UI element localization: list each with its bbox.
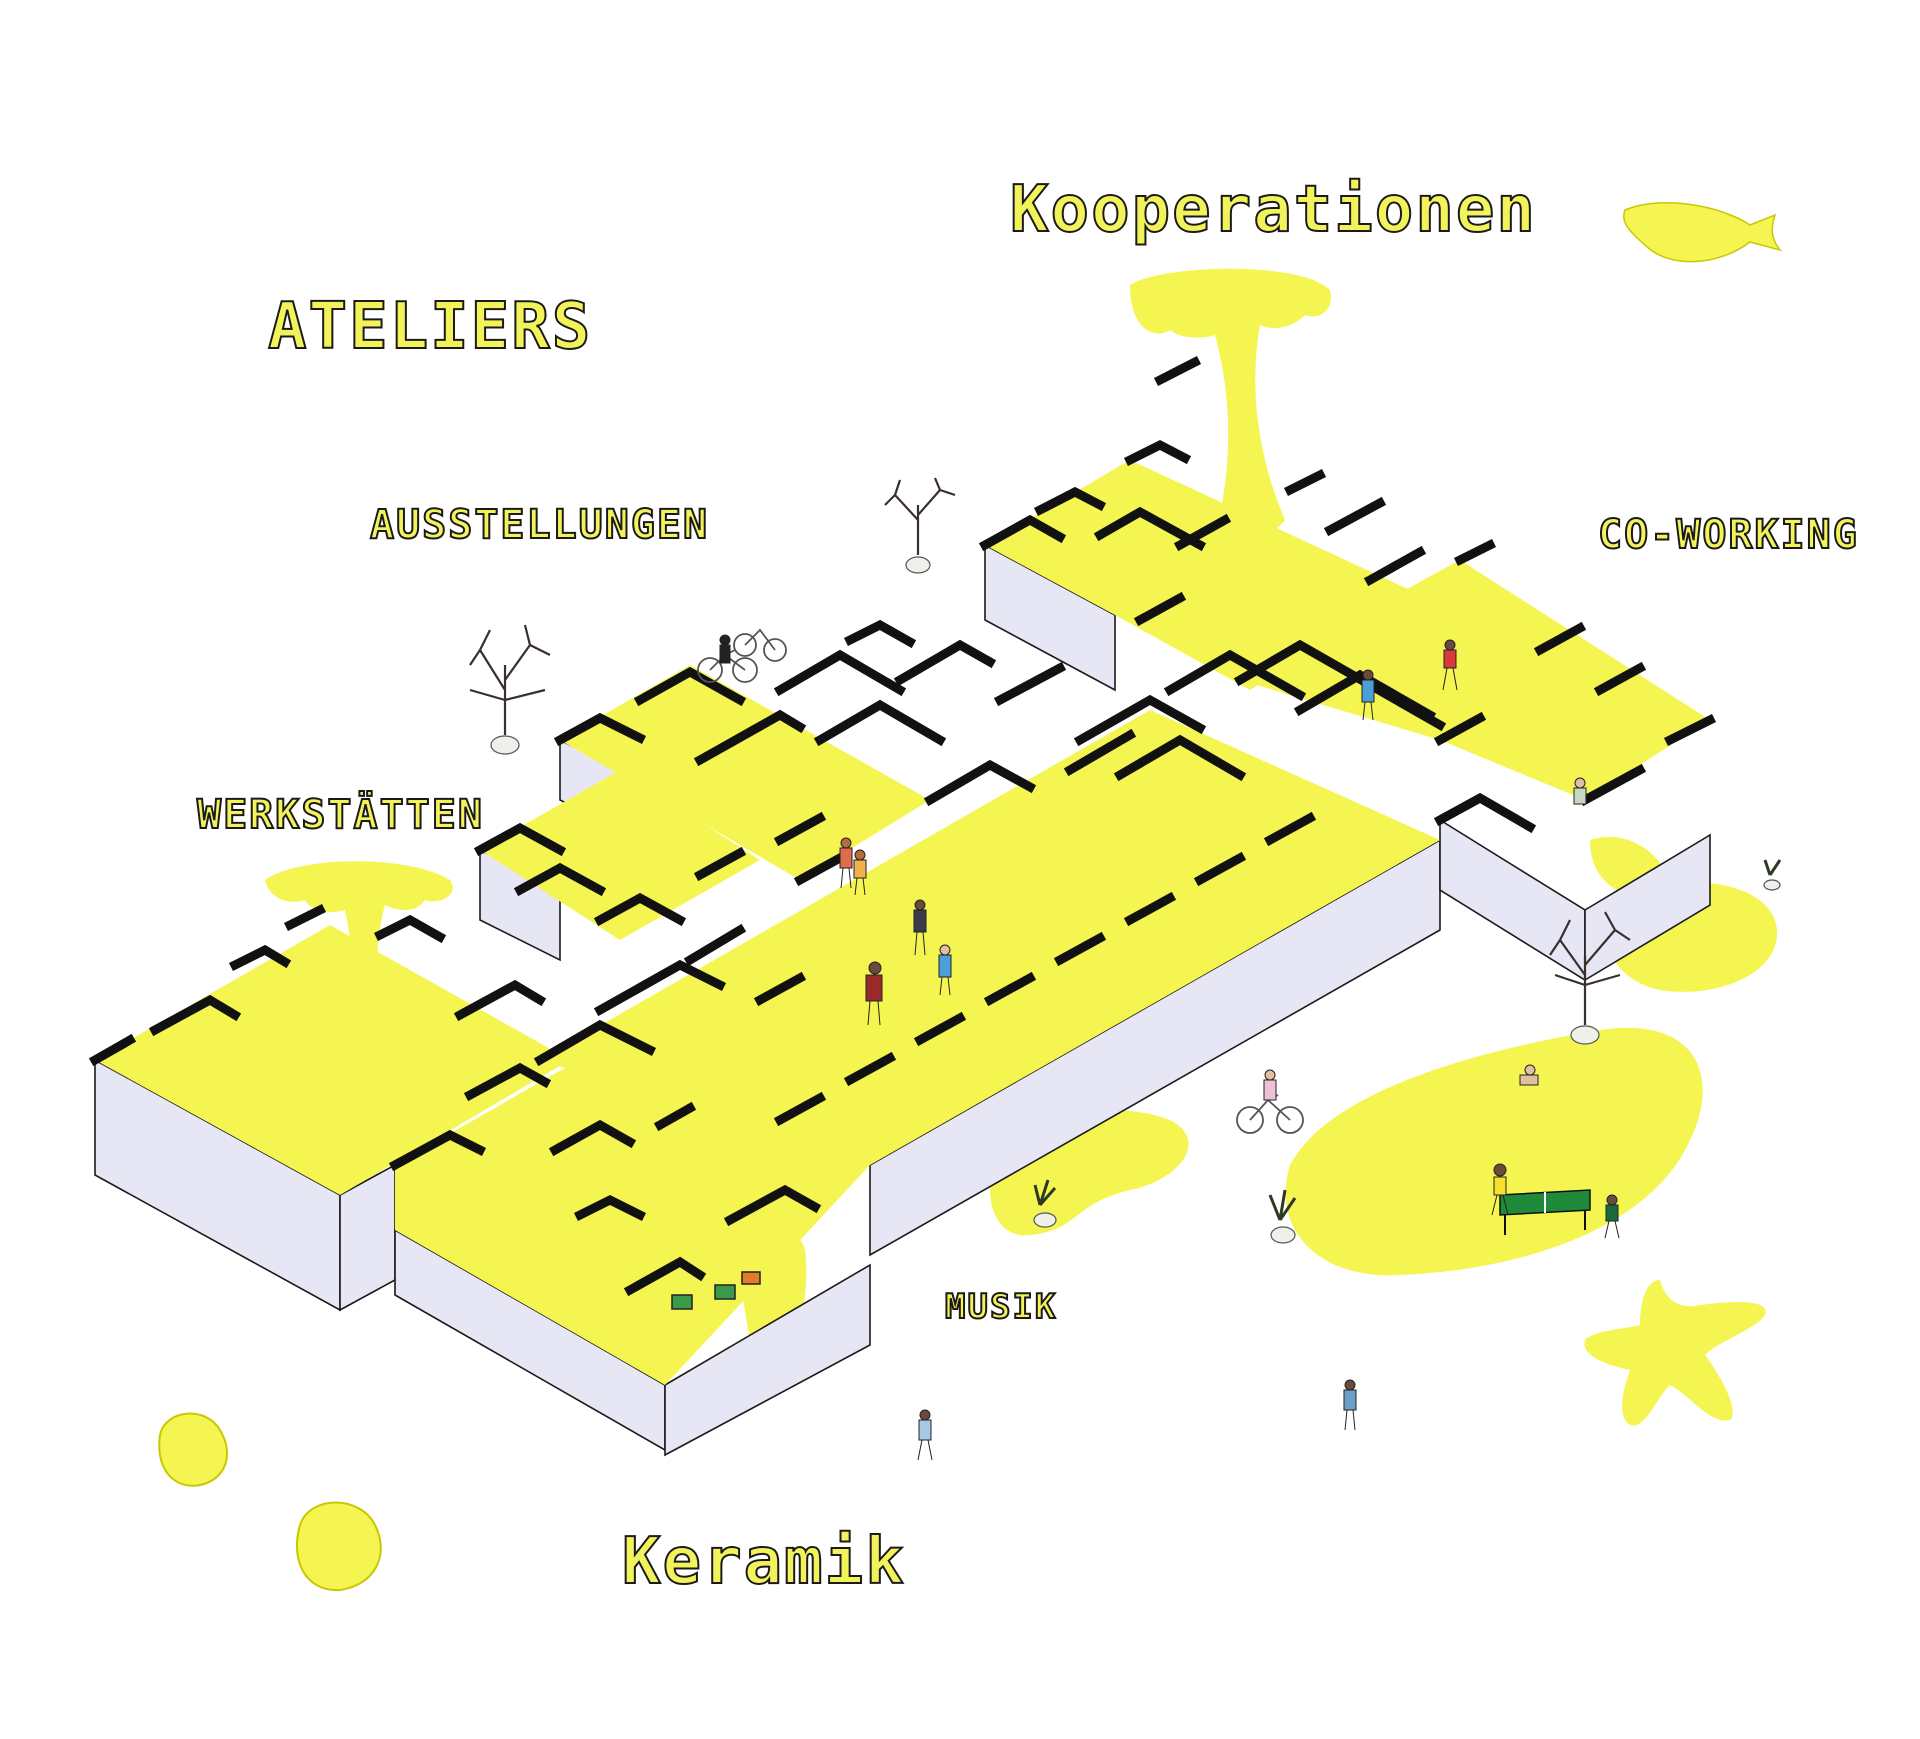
person-icon	[1442, 639, 1458, 691]
bicycle-icon	[1236, 1094, 1304, 1134]
label-ausstellungen: AUSSTELLUNGEN	[369, 502, 710, 548]
person-icon	[1519, 1064, 1539, 1086]
person-icon	[839, 837, 853, 889]
planter-icon	[1033, 1179, 1057, 1228]
planters	[671, 859, 1782, 1310]
floor-right-wing	[1240, 560, 1710, 800]
shell-icon	[295, 1501, 382, 1592]
planter-icon	[1763, 859, 1782, 891]
label-co-working: CO-WORKING	[1597, 512, 1859, 558]
floor-corridor	[540, 710, 1440, 1165]
person-icon	[938, 944, 952, 996]
shell-icon	[158, 1412, 229, 1487]
person-icon	[1263, 1069, 1277, 1101]
floor-werkstaetten-block	[480, 770, 760, 940]
person-icon	[1573, 777, 1587, 805]
bicycle-icon	[733, 628, 787, 662]
person-icon	[917, 1409, 933, 1461]
wall-tops	[88, 355, 1717, 1297]
tree-icon	[1549, 911, 1631, 1045]
wall-ceramic-wing-2	[664, 1263, 871, 1457]
person-icon	[1361, 669, 1375, 721]
label-ateliers: ATELIERS	[267, 290, 593, 364]
floor-ceramic-wing	[395, 1025, 870, 1385]
wall-right-wing	[1439, 818, 1586, 982]
person-icon	[1604, 1194, 1620, 1239]
clay-bucket-icon	[671, 1271, 761, 1310]
label-keramik: Keramik	[621, 1525, 906, 1599]
floor-plates	[95, 460, 1710, 1385]
mushroom-tree-top	[1130, 268, 1331, 540]
trees	[469, 477, 1631, 1045]
starfish-icon	[1584, 1280, 1766, 1426]
person-icon	[719, 634, 731, 664]
person-icon	[853, 849, 867, 896]
ping-pong-table-icon	[1499, 1189, 1591, 1235]
fish-icon	[1623, 202, 1783, 263]
tree-icon	[884, 477, 956, 574]
label-musik: MUSIK	[944, 1287, 1058, 1327]
person-icon	[1491, 1163, 1509, 1216]
person-icon	[865, 961, 883, 1026]
people	[719, 634, 1620, 1461]
floor-left-wing	[95, 925, 570, 1195]
label-werkstaetten: WERKSTÄTTEN	[196, 792, 484, 838]
person-icon	[1343, 1379, 1357, 1431]
tree-icon	[469, 624, 551, 755]
label-kooperationen: Kooperationen	[1009, 173, 1537, 247]
floor-ateliers-block	[560, 665, 930, 880]
lawn-blob-right	[1285, 1027, 1703, 1276]
planter-icon	[1268, 1189, 1297, 1244]
person-icon	[913, 899, 927, 956]
floor-top-wing	[985, 460, 1410, 690]
wall-top-wing	[984, 543, 1116, 692]
